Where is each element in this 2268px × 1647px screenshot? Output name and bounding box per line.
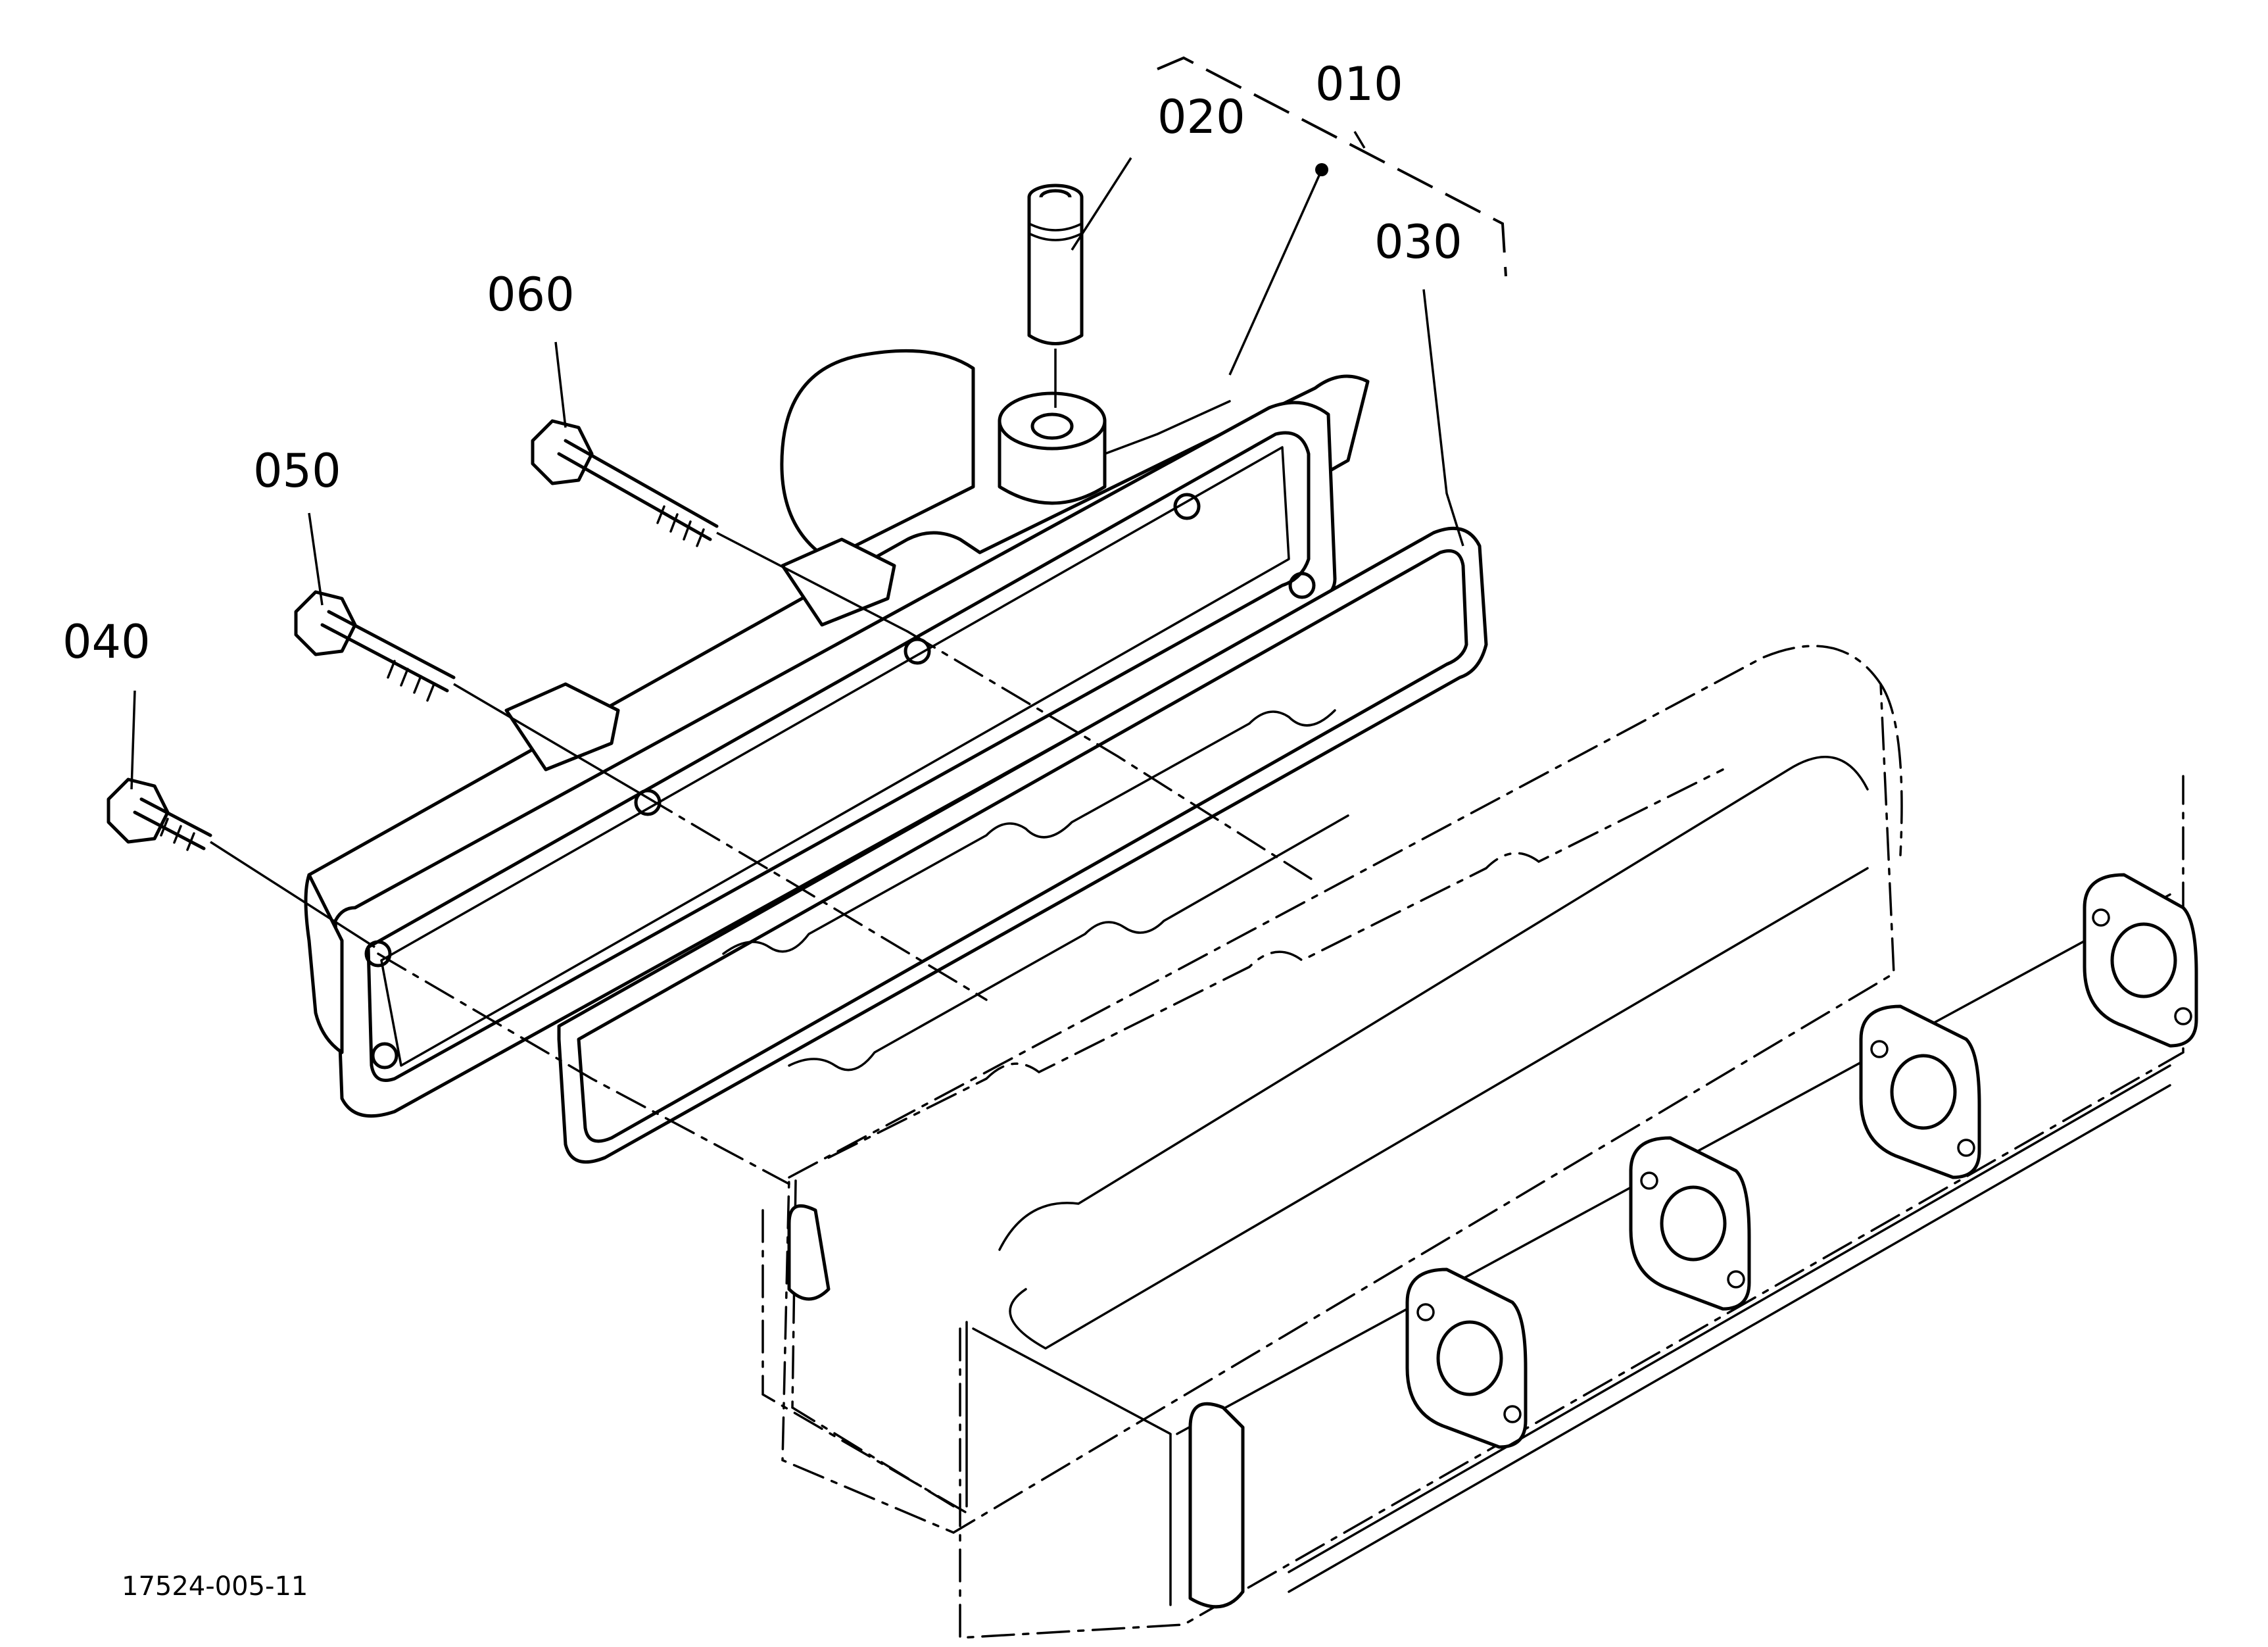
- callout-050: 050: [253, 444, 341, 498]
- inlet-boss: [998, 391, 1107, 505]
- flange-hole-1: [364, 940, 392, 968]
- flange-hole-4: [904, 637, 931, 665]
- callout-030: 030: [1374, 215, 1462, 269]
- leader-lines: [130, 157, 1464, 790]
- cylinder-head-reference: [761, 645, 2198, 1639]
- gasket: [557, 526, 1488, 1164]
- callout-060: 060: [487, 268, 575, 322]
- sleeve-020: [1027, 184, 1084, 408]
- flange-hole-6: [1288, 572, 1316, 599]
- assembly-bracket-010: [1157, 56, 1507, 277]
- port-boss-1: [1405, 1267, 1528, 1449]
- callout-010: 010: [1315, 57, 1403, 111]
- flange-hole-2: [371, 1042, 398, 1069]
- flange-hole-5: [1173, 493, 1201, 520]
- callout-040: 040: [62, 615, 151, 669]
- bolt-060: [531, 419, 908, 633]
- drawing-number: 17524-005-11: [122, 1571, 308, 1602]
- intake-manifold: [304, 349, 1370, 1118]
- port-boss-3: [1859, 1004, 1981, 1179]
- callout-020: 020: [1157, 90, 1245, 144]
- bolt-050: [294, 590, 645, 797]
- port-boss-4: [2083, 873, 2198, 1048]
- port-boss-2: [1629, 1136, 1751, 1311]
- bolt-040: [107, 777, 375, 948]
- flange-hole-3: [634, 789, 662, 816]
